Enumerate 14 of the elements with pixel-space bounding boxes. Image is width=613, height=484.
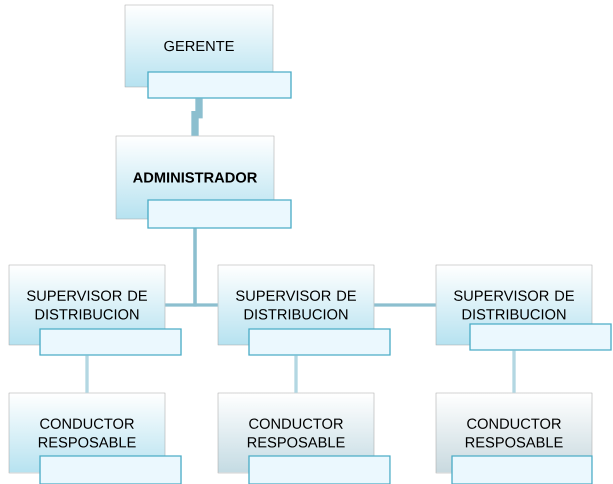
connector-line xyxy=(85,356,89,393)
org-box: CONDUCTOR RESPOSABLE xyxy=(436,392,593,484)
org-box: SUPERVISOR DE DISTRIBUCION xyxy=(436,264,612,351)
connector-line xyxy=(512,350,516,393)
org-box: SUPERVISOR DE DISTRIBUCION xyxy=(8,264,182,356)
connector-line xyxy=(294,356,298,393)
org-box: ADMINISTRADOR xyxy=(116,136,292,229)
org-box: CONDUCTOR RESPOSABLE xyxy=(8,392,182,484)
org-box: SUPERVISOR DE DISTRIBUCION xyxy=(218,264,391,356)
connector-line xyxy=(191,98,203,136)
connector-line xyxy=(374,303,436,307)
org-box: GERENTE xyxy=(124,4,292,99)
connector-line xyxy=(193,228,218,307)
org-box: CONDUCTOR RESPOSABLE xyxy=(218,392,391,484)
